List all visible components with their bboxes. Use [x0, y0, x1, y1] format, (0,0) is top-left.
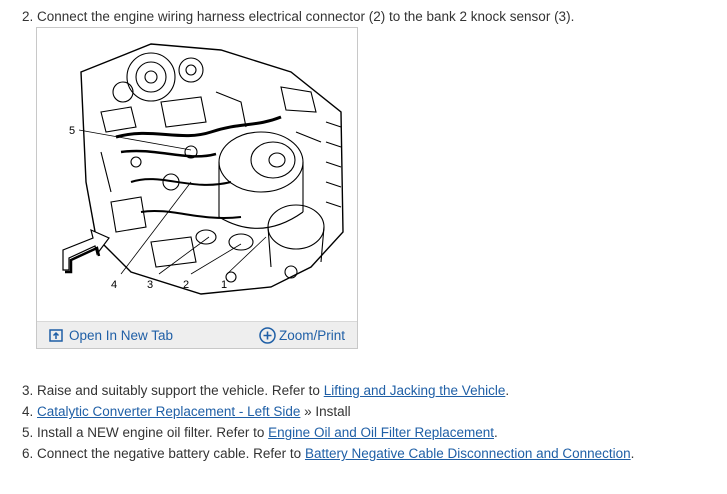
- step-6: 6. Connect the negative battery cable. R…: [22, 445, 634, 463]
- callout-4: 4: [111, 279, 117, 291]
- callout-2: 2: [183, 279, 189, 291]
- oil-filter-replacement-link[interactable]: Engine Oil and Oil Filter Replacement: [268, 425, 495, 440]
- step-suffix: .: [505, 383, 510, 398]
- knock-sensor-illustration: 5 4 3 2 1: [62, 43, 344, 295]
- callout-5: 5: [69, 125, 75, 137]
- step-suffix: .: [630, 446, 635, 461]
- open-in-new-tab-button[interactable]: Open In New Tab: [49, 325, 173, 345]
- step-number: 5.: [22, 425, 34, 440]
- step-text: Connect the negative battery cable. Refe…: [37, 446, 302, 461]
- step-text: Install a NEW engine oil filter. Refer t…: [37, 425, 265, 440]
- step-number: 2.: [22, 9, 34, 24]
- step-number: 3.: [22, 383, 34, 398]
- step-number: 6.: [22, 446, 34, 461]
- step-number: 4.: [22, 404, 34, 419]
- step-4: 4. Catalytic Converter Replacement - Lef…: [22, 403, 351, 421]
- open-new-tab-icon: [49, 329, 63, 342]
- engine-figure: 5 4 3 2 1 Open In New Tab Zoom/Print: [36, 27, 358, 349]
- step-suffix: .: [494, 425, 498, 440]
- callout-3: 3: [147, 279, 153, 291]
- zoom-plus-icon: [259, 326, 276, 344]
- step-2: 2. Connect the engine wiring harness ele…: [22, 8, 574, 26]
- zoom-print-button[interactable]: Zoom/Print: [259, 325, 345, 345]
- step-text: Connect the engine wiring harness electr…: [37, 9, 575, 24]
- callout-1: 1: [221, 279, 227, 291]
- lifting-jacking-link[interactable]: Lifting and Jacking the Vehicle: [323, 383, 506, 398]
- catalytic-converter-link[interactable]: Catalytic Converter Replacement - Left S…: [37, 404, 301, 419]
- step-5: 5. Install a NEW engine oil filter. Refe…: [22, 424, 498, 442]
- battery-cable-link[interactable]: Battery Negative Cable Disconnection and…: [304, 446, 631, 461]
- open-in-new-tab-label: Open In New Tab: [69, 327, 174, 343]
- step-suffix: » Install: [300, 404, 351, 419]
- zoom-print-label: Zoom/Print: [279, 327, 346, 343]
- figure-toolbar: Open In New Tab Zoom/Print: [37, 321, 357, 348]
- step-3: 3. Raise and suitably support the vehicl…: [22, 382, 509, 400]
- step-text: Raise and suitably support the vehicle. …: [37, 383, 320, 398]
